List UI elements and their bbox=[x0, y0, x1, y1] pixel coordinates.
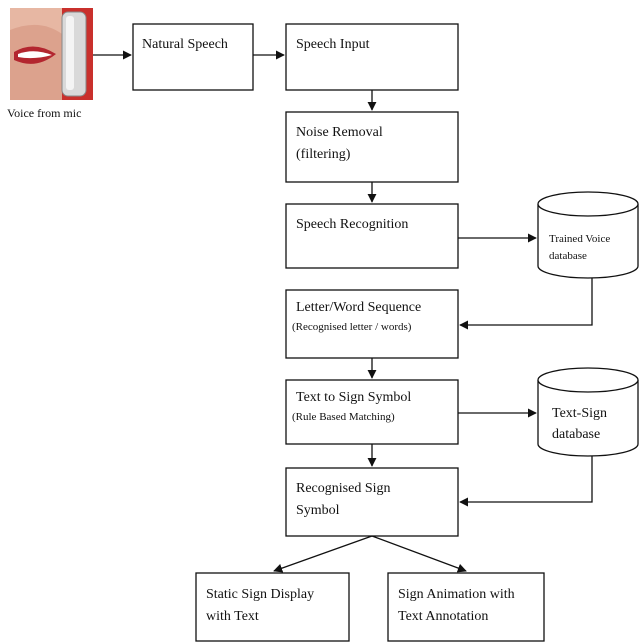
arrow-recognised-to-static bbox=[273, 535, 373, 573]
trained-voice-label: Trained Voice bbox=[549, 233, 610, 245]
text-sign-database-icon bbox=[537, 367, 639, 457]
noise-removal-label: Noise Removal bbox=[296, 125, 383, 140]
text-to-sign-sublabel: (Rule Based Matching) bbox=[292, 411, 395, 423]
text-sign-sublabel: database bbox=[552, 427, 600, 442]
arrow-recognised-to-animation bbox=[371, 535, 467, 573]
text-to-sign-label: Text to Sign Symbol bbox=[296, 390, 411, 405]
trained-voice-sublabel: database bbox=[549, 250, 587, 262]
letter-word-label: Letter/Word Sequence bbox=[296, 300, 421, 315]
noise-removal-sublabel: (filtering) bbox=[296, 147, 351, 162]
natural-speech-box bbox=[132, 23, 254, 91]
static-display-sublabel: with Text bbox=[206, 609, 259, 624]
arrow-voice-db-to-letter bbox=[459, 278, 593, 330]
static-display-label: Static Sign Display bbox=[206, 587, 314, 602]
sign-animation-label: Sign Animation with bbox=[398, 587, 515, 602]
arrow-db-to-recognised bbox=[459, 456, 593, 507]
speech-input-label: Speech Input bbox=[296, 37, 370, 52]
letter-word-sublabel: (Recognised letter / words) bbox=[292, 321, 412, 333]
trained-voice-database-icon bbox=[537, 191, 639, 279]
sign-animation-sublabel: Text Annotation bbox=[398, 609, 488, 624]
speech-recognition-label: Speech Recognition bbox=[296, 217, 408, 232]
microphone-photo-icon bbox=[10, 8, 93, 100]
noise-removal-box bbox=[285, 111, 459, 183]
static-display-box bbox=[195, 572, 350, 642]
sign-animation-box bbox=[387, 572, 545, 642]
text-sign-label: Text-Sign bbox=[552, 406, 607, 421]
recognised-sign-box bbox=[285, 467, 459, 537]
recognised-sign-sublabel: Symbol bbox=[296, 503, 340, 518]
natural-speech-label: Natural Speech bbox=[142, 37, 228, 52]
speech-recognition-box bbox=[285, 203, 459, 269]
recognised-sign-label: Recognised Sign bbox=[296, 481, 391, 496]
mic-caption: Voice from mic bbox=[7, 106, 81, 120]
speech-input-box bbox=[285, 23, 459, 91]
